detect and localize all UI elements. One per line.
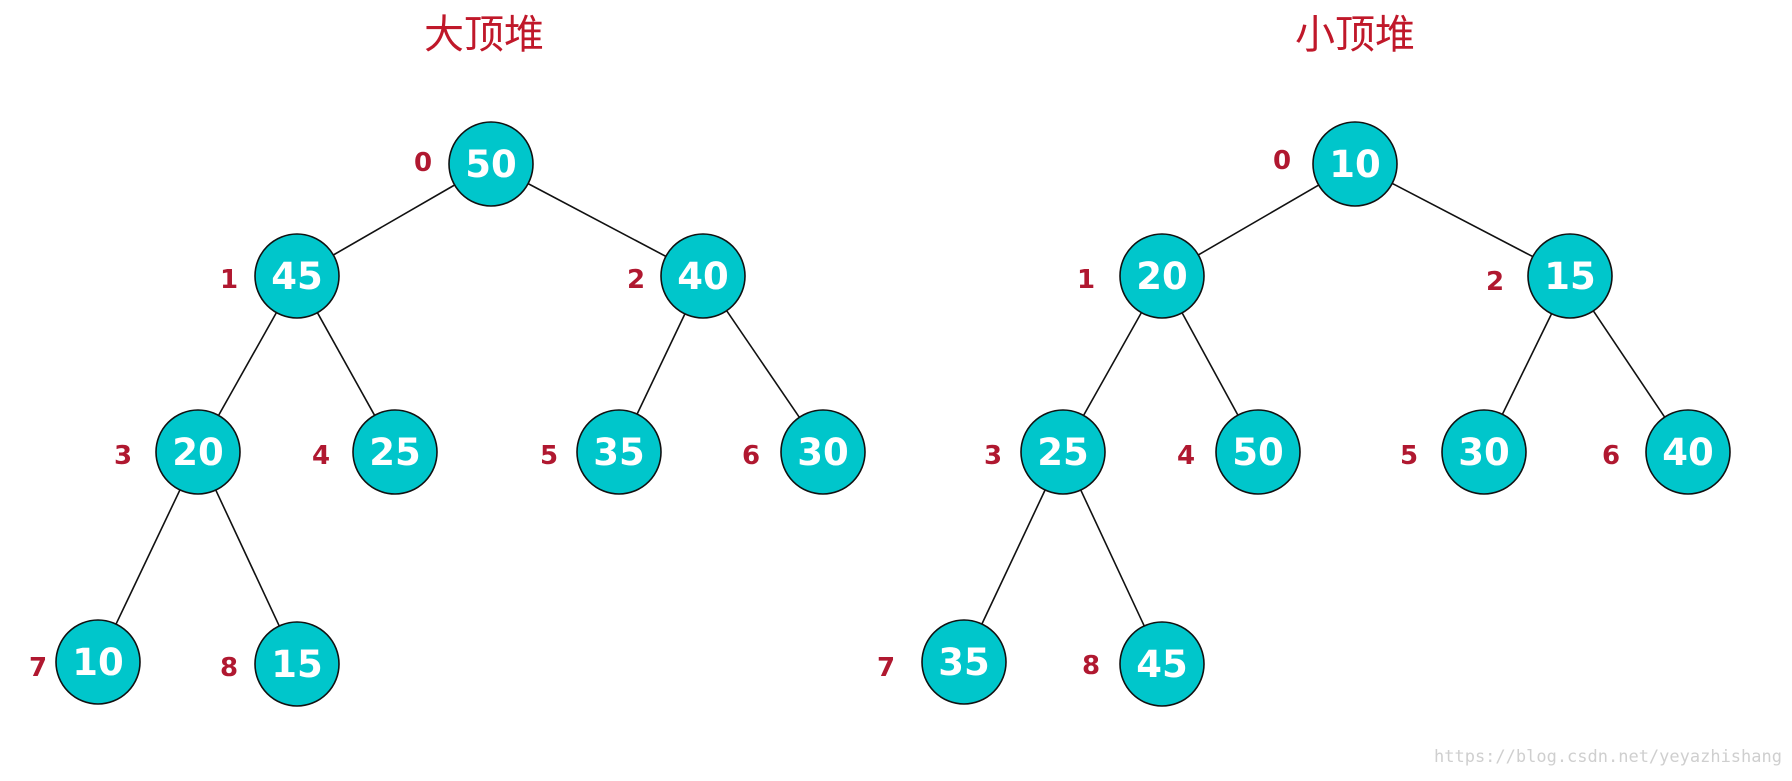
- node-circle: [1312, 121, 1398, 207]
- node-circle: [448, 121, 534, 207]
- node-value: 50: [465, 143, 517, 186]
- node-index-label: 4: [1177, 441, 1195, 471]
- node-index-label: 6: [1602, 441, 1620, 471]
- max-heap-title: 大顶堆: [424, 12, 544, 58]
- node-circle: [1645, 409, 1731, 495]
- node-value: 10: [72, 641, 124, 684]
- node-value: 20: [172, 431, 224, 474]
- node-value: 35: [593, 431, 645, 474]
- max-heap-edge-0-1: [332, 184, 456, 256]
- node-value: 15: [1544, 255, 1596, 298]
- node-value: 50: [1232, 431, 1284, 474]
- node-value: 40: [1662, 431, 1714, 474]
- node-index-label: 5: [540, 441, 558, 471]
- max-heap-edge-2-5: [636, 313, 686, 415]
- node-index-label: 7: [877, 653, 895, 683]
- node-index-label: 0: [414, 148, 432, 178]
- node-circle: [352, 409, 438, 495]
- node-circle: [254, 621, 340, 707]
- min-heap-edge-1-4: [1181, 312, 1239, 416]
- node-value: 40: [677, 255, 729, 298]
- node-value: 25: [1037, 431, 1089, 474]
- min-heap-node-4: 50 4: [1177, 409, 1301, 495]
- node-index-label: 7: [29, 653, 47, 683]
- node-circle: [1441, 409, 1527, 495]
- node-circle: [1020, 409, 1106, 495]
- node-value: 30: [797, 431, 849, 474]
- max-heap-node-2: 40 2: [627, 233, 746, 319]
- min-heap-edge-1-3: [1082, 312, 1143, 416]
- max-heap-node-6: 30 6: [742, 409, 866, 495]
- max-heap-edge-2-6: [725, 310, 801, 418]
- node-index-label: 8: [1082, 651, 1100, 681]
- max-heap-node-1: 45 1: [220, 233, 340, 319]
- min-heap-node-3: 25 3: [984, 409, 1106, 495]
- min-heap-node-6: 40 6: [1602, 409, 1731, 495]
- min-heap-edge-3-8: [1080, 489, 1145, 627]
- node-value: 35: [938, 641, 990, 684]
- max-heap-edge-3-8: [215, 489, 280, 627]
- min-heap-tree: 10 0 20 1 15 2 25 3 50 4 30 5 40 6 35 7 45 8: [877, 121, 1731, 707]
- max-heap-tree: 50 0 45 1 40 2 20 3 25 4 35 5 30 6 10 7 15 8: [29, 121, 866, 707]
- node-index-label: 4: [312, 441, 330, 471]
- node-circle: [155, 409, 241, 495]
- node-circle: [1119, 621, 1205, 707]
- node-value: 10: [1329, 143, 1381, 186]
- node-index-label: 8: [220, 653, 238, 683]
- min-heap-node-1: 20 1: [1077, 233, 1205, 319]
- node-index-label: 0: [1273, 146, 1291, 176]
- node-index-label: 1: [1077, 265, 1095, 295]
- node-circle: [1119, 233, 1205, 319]
- node-circle: [1215, 409, 1301, 495]
- node-value: 30: [1458, 431, 1510, 474]
- node-value: 15: [271, 643, 323, 686]
- node-circle: [55, 619, 141, 705]
- min-heap-node-2: 15 2: [1486, 233, 1613, 319]
- max-heap-node-3: 20 3: [114, 409, 241, 495]
- min-heap-title: 小顶堆: [1295, 12, 1415, 58]
- max-heap-edge-1-3: [217, 312, 278, 416]
- min-heap-edge-3-7: [981, 489, 1046, 625]
- max-heap-node-7: 10 7: [29, 619, 141, 705]
- node-value: 45: [271, 255, 323, 298]
- node-circle: [660, 233, 746, 319]
- min-heap-node-7: 35 7: [877, 619, 1007, 705]
- node-value: 20: [1136, 255, 1188, 298]
- node-circle: [921, 619, 1007, 705]
- node-index-label: 2: [1486, 267, 1504, 297]
- node-index-label: 3: [984, 441, 1002, 471]
- max-heap-edge-1-4: [316, 312, 376, 416]
- min-heap-edge-2-6: [1592, 310, 1666, 418]
- node-index-label: 1: [220, 265, 238, 295]
- min-heap-edge-0-1: [1197, 184, 1320, 256]
- min-heap-node-8: 45 8: [1082, 621, 1205, 707]
- max-heap-node-5: 35 5: [540, 409, 662, 495]
- max-heap-edge-3-7: [115, 489, 181, 625]
- node-index-label: 2: [627, 265, 645, 295]
- max-heap-node-4: 25 4: [312, 409, 438, 495]
- node-index-label: 5: [1400, 441, 1418, 471]
- watermark: https://blog.csdn.net/yeyazhishang: [1434, 747, 1782, 767]
- node-circle: [254, 233, 340, 319]
- node-index-label: 3: [114, 441, 132, 471]
- node-value: 45: [1136, 643, 1188, 686]
- max-heap-node-8: 15 8: [220, 621, 340, 707]
- node-circle: [1527, 233, 1613, 319]
- min-heap-node-0: 10 0: [1273, 121, 1398, 207]
- min-heap-edge-2-5: [1501, 313, 1553, 415]
- node-value: 25: [369, 431, 421, 474]
- min-heap-node-5: 30 5: [1400, 409, 1527, 495]
- node-index-label: 6: [742, 441, 760, 471]
- max-heap-node-0: 50 0: [414, 121, 534, 207]
- max-heap-edge-0-2: [527, 182, 667, 258]
- node-circle: [780, 409, 866, 495]
- min-heap-edge-0-2: [1391, 182, 1534, 258]
- node-circle: [576, 409, 662, 495]
